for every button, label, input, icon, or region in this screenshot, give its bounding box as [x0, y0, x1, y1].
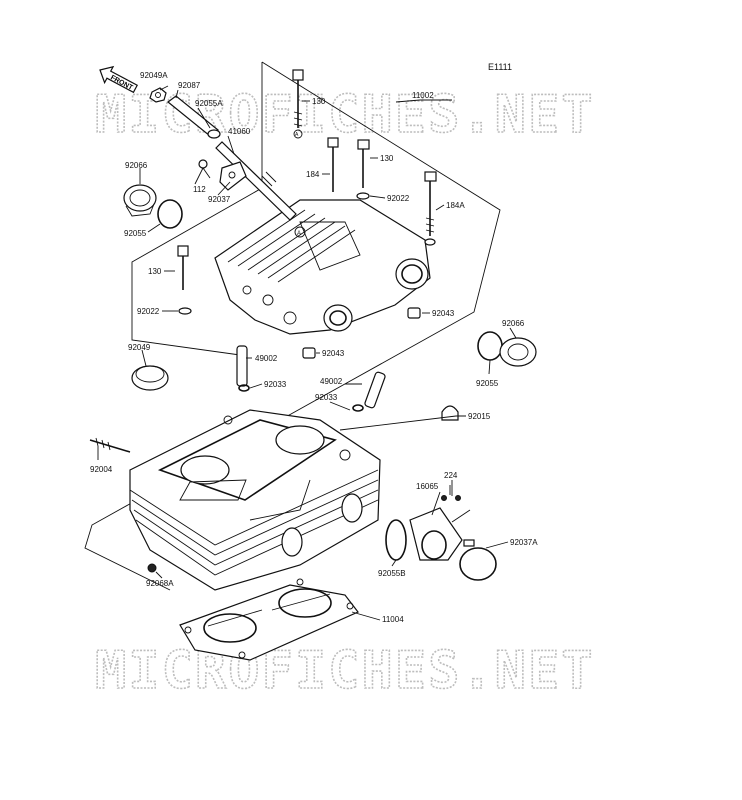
oring-92055-right [477, 331, 503, 361]
label-16065: 16065 [416, 482, 439, 491]
diagram-code: E1111 [488, 62, 512, 72]
bolt-130-mid [356, 139, 370, 200]
oring-92055-left [157, 199, 183, 229]
label-92055-left: 92055 [124, 229, 147, 238]
label-92087: 92087 [178, 81, 201, 90]
label-11002: 11002 [412, 91, 434, 100]
cap-92066-left [123, 184, 157, 217]
label-92066-right: 92066 [502, 319, 525, 328]
label-92068A: 92068A [146, 579, 174, 588]
label-184A: 184A [446, 201, 465, 210]
label-130-top: 130 [312, 97, 326, 106]
leader-lines [97, 85, 517, 621]
circle-marker-cover: A [297, 231, 301, 237]
oil-pipe-92087 [167, 95, 221, 139]
stud-92004 [89, 437, 131, 453]
lever-92037 [219, 161, 247, 191]
label-92015: 92015 [468, 412, 491, 421]
label-130-left: 130 [148, 267, 162, 276]
bolt-130-left [177, 245, 192, 315]
label-92055A: 92055A [195, 99, 223, 108]
bolt-184A [424, 171, 437, 246]
plug-92049 [131, 365, 169, 391]
head-gasket-11004 [179, 578, 359, 661]
camshaft-cover: A [214, 199, 431, 335]
clamp-92037A [451, 509, 497, 581]
label-92033-left: 92033 [264, 380, 287, 389]
collar-92043-b [302, 347, 316, 359]
label-184: 184 [306, 170, 320, 179]
label-92043-right: 92043 [432, 309, 455, 318]
label-41060: 41060 [228, 127, 251, 136]
label-92004: 92004 [90, 465, 113, 474]
label-92022-left: 92022 [137, 307, 160, 316]
bolt-130-top: A [292, 69, 304, 139]
watermark-top: MICROFICHES.NET [95, 85, 595, 145]
watermark-bottom: MICROFICHES.NET [95, 641, 595, 701]
label-92055-right: 92055 [476, 379, 499, 388]
label-92049: 92049 [128, 343, 151, 352]
assembly-outline-cover [131, 62, 263, 356]
intake-pipe-16065 [409, 507, 463, 561]
cap-nut-92015 [441, 405, 459, 421]
label-92022-top: 92022 [387, 194, 410, 203]
valve-guide-49002-b [352, 371, 386, 412]
valve-guide-49002-a [236, 345, 250, 392]
label-92033-right: 92033 [315, 393, 338, 402]
circle-marker-bolt: A [295, 132, 299, 138]
cap-92066-right [499, 337, 537, 367]
label-11004: 11004 [382, 615, 404, 624]
label-92043-mid: 92043 [322, 349, 345, 358]
collar-92043-a [407, 307, 421, 319]
label-49002-left: 49002 [255, 354, 278, 363]
cylinder-head [129, 409, 381, 591]
label-92049A: 92049A [140, 71, 168, 80]
label-224: 224 [444, 471, 458, 480]
bolt-112 [198, 159, 211, 179]
oring-92055B [385, 519, 407, 561]
plug-92068A [147, 563, 157, 573]
screws-224 [441, 485, 461, 501]
shaft-41060 [215, 141, 297, 221]
label-49002-right: 49002 [320, 377, 343, 386]
bolt-184 [327, 137, 339, 192]
label-130-mid: 130 [380, 154, 394, 163]
nut-92049A [149, 87, 167, 103]
label-92055B: 92055B [378, 569, 406, 578]
label-92037A: 92037A [510, 538, 538, 547]
label-92037: 92037 [208, 195, 231, 204]
label-112: 112 [193, 185, 206, 194]
label-92066-left: 92066 [125, 161, 148, 170]
part-labels: 92049A 92087 92055A 41060 130 11002 9206… [90, 71, 538, 624]
